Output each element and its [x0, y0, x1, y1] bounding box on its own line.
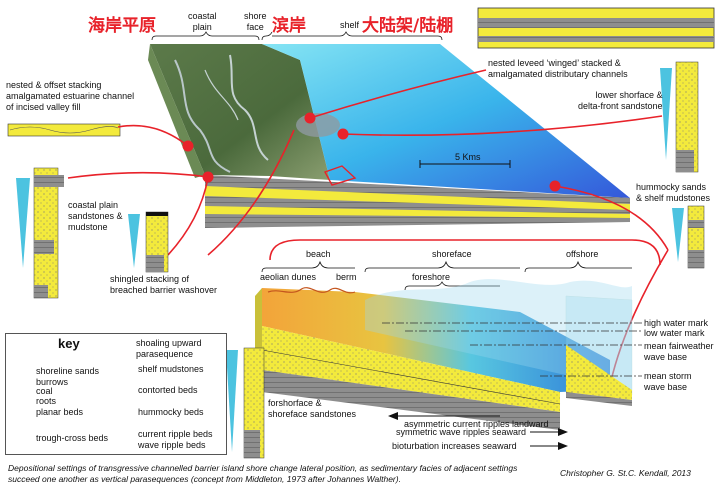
column-hummocky — [672, 205, 705, 269]
shore-face-label: shore face — [244, 11, 267, 32]
berm-label: berm — [336, 272, 357, 282]
credit: Christopher G. St.C. Kendall, 2013 — [560, 468, 691, 478]
beach-label: beach — [306, 249, 331, 259]
scale-label: 5 Kms — [455, 152, 481, 162]
washover-label: shingled stacking of breached barrier wa… — [110, 274, 218, 295]
key-ripple-beds: current ripple beds wave ripple beds — [138, 429, 213, 450]
shore-cn: 滨岸 — [272, 16, 306, 36]
storm-label: mean storm wave base — [644, 371, 692, 392]
offshore-label: offshore — [566, 249, 599, 259]
column-lower-shoreface — [660, 61, 699, 173]
lower-shoreface-label: lower shorface & delta-front sandstone — [578, 90, 663, 111]
coastal-sandstones-label: coastal plain sandstones & mudstone — [68, 200, 123, 232]
foreshore-sandstones-label: forshorface & shoreface sandstones — [268, 398, 357, 419]
high-water-label: high water mark — [644, 318, 709, 328]
key-hummocky: hummocky beds — [138, 407, 204, 417]
asym-ripples-label: asymmetric current ripples landward — [404, 419, 549, 429]
nested-channels-label: nested leveed ‘winged’ stacked & amalgam… — [488, 58, 628, 79]
shelf-sea-surface — [262, 44, 630, 198]
figure-caption: Depositional settings of transgressive c… — [8, 463, 518, 484]
key-box — [5, 333, 227, 455]
column-coastal-plain — [16, 167, 64, 299]
key-burrows: burrows — [36, 377, 69, 387]
shoreface-zone-label: shoreface — [432, 249, 472, 259]
key-title: key — [58, 336, 80, 351]
estuarine-thumbnail — [7, 123, 121, 137]
key-shoaling: shoaling upward parasequence — [136, 338, 202, 359]
key-planar-beds: planar beds — [36, 407, 84, 417]
shelf-cn: 大陆架/陆棚 — [362, 16, 454, 36]
aeolian-label: aeolian dunes — [260, 272, 317, 282]
beach-profile-surface — [262, 288, 610, 392]
estuarine-label: nested & offset stacking amalgamated est… — [6, 80, 135, 112]
shelf-label: shelf — [340, 20, 360, 30]
low-water-label: low water mark — [644, 328, 705, 338]
key-roots: roots — [36, 396, 57, 406]
key-shoreline-sands: shoreline sands — [36, 366, 100, 376]
coastal-plain-surface — [150, 44, 330, 180]
hummocky-label: hummocky sands & shelf mudstones — [636, 182, 711, 203]
bioturbation-label: bioturbation increases seaward — [392, 441, 517, 451]
key-trough-cross: trough-cross beds — [36, 433, 109, 443]
sym-ripples-label: symmetric wave ripples seaward — [396, 427, 527, 437]
column-shoreface — [226, 347, 265, 459]
column-washover — [128, 211, 169, 273]
key-coal: coal — [36, 386, 53, 396]
coastal-plain-cn: 海岸平原 — [88, 16, 156, 36]
coastal-plain-label: coastal plain — [188, 11, 217, 32]
key-shelf-mudstones: shelf mudstones — [138, 364, 204, 374]
foreshore-label: foreshore — [412, 272, 451, 282]
key-contorted: contorted beds — [138, 385, 198, 395]
fairweather-label: mean fairweather wave base — [644, 341, 714, 362]
